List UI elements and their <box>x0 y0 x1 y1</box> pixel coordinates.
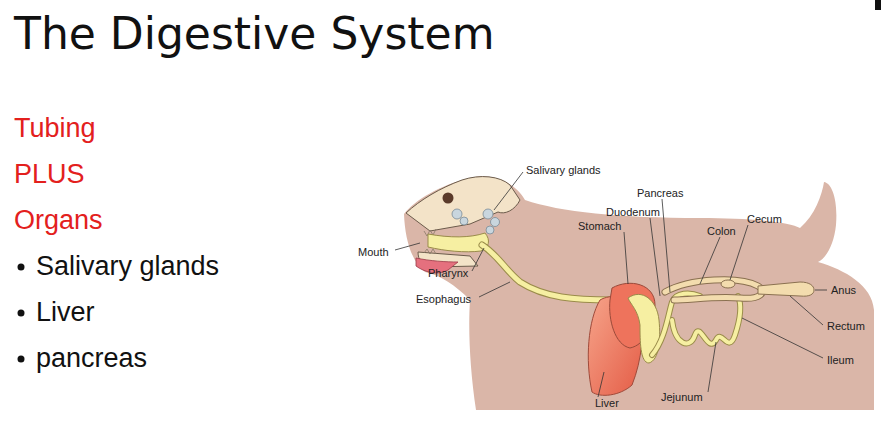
section-heading: Organs <box>14 206 103 236</box>
esophagus-outline <box>482 245 612 300</box>
part-label: Pharynx <box>428 267 468 279</box>
rectum <box>758 282 814 296</box>
leader-line <box>700 237 720 284</box>
gland <box>491 218 500 227</box>
part-label: Stomach <box>578 220 621 232</box>
part-label: Jejunum <box>661 391 703 403</box>
section-heading: Tubing <box>14 114 96 144</box>
salivary-glands <box>452 209 500 234</box>
gland <box>483 209 493 219</box>
part-label: Colon <box>707 225 736 237</box>
part-label: Esophagus <box>416 293 471 305</box>
leader-line <box>494 172 523 210</box>
gland <box>486 226 494 234</box>
part-label: Salivary glands <box>526 164 601 176</box>
leader-line <box>790 296 823 325</box>
section-heading: PLUS <box>14 160 85 190</box>
leader-line <box>472 248 484 271</box>
leader-line <box>650 218 660 296</box>
intestine-outline <box>652 294 740 355</box>
colon <box>665 280 762 300</box>
leader-line <box>598 372 604 397</box>
part-label: Liver <box>595 397 619 409</box>
colon-outline <box>665 280 762 300</box>
bullet <box>18 356 25 363</box>
slide-title: The Digestive System <box>14 10 495 58</box>
eye <box>443 193 454 204</box>
part-label: Ileum <box>827 354 854 366</box>
small-intestine <box>652 294 740 355</box>
part-label: Pancreas <box>637 187 683 199</box>
esophagus <box>482 245 612 300</box>
bullet-item: pancreas <box>36 344 147 374</box>
bullet <box>18 264 25 271</box>
part-label: Mouth <box>358 246 389 258</box>
leader-line <box>815 290 827 291</box>
leader-line <box>395 243 420 250</box>
part-label: Duodenum <box>606 206 660 218</box>
part-label: Rectum <box>827 320 865 332</box>
skull <box>406 177 520 231</box>
leader-line <box>479 282 510 297</box>
leader-line <box>662 199 670 292</box>
cecum <box>721 280 735 288</box>
bullet <box>18 310 25 317</box>
leader-line <box>708 342 716 392</box>
corner-mark <box>875 0 881 10</box>
part-label: Cecum <box>747 213 782 225</box>
part-label: Anus <box>831 284 856 296</box>
dog-body <box>404 176 874 410</box>
bullet-item: Salivary glands <box>36 252 219 282</box>
leader-lines <box>395 172 827 397</box>
mouth-cavity <box>428 233 488 252</box>
leader-line <box>624 232 628 284</box>
leader-line <box>742 318 823 358</box>
bullet-item: Liver <box>36 298 95 328</box>
gland <box>460 217 468 225</box>
gland <box>452 209 462 219</box>
